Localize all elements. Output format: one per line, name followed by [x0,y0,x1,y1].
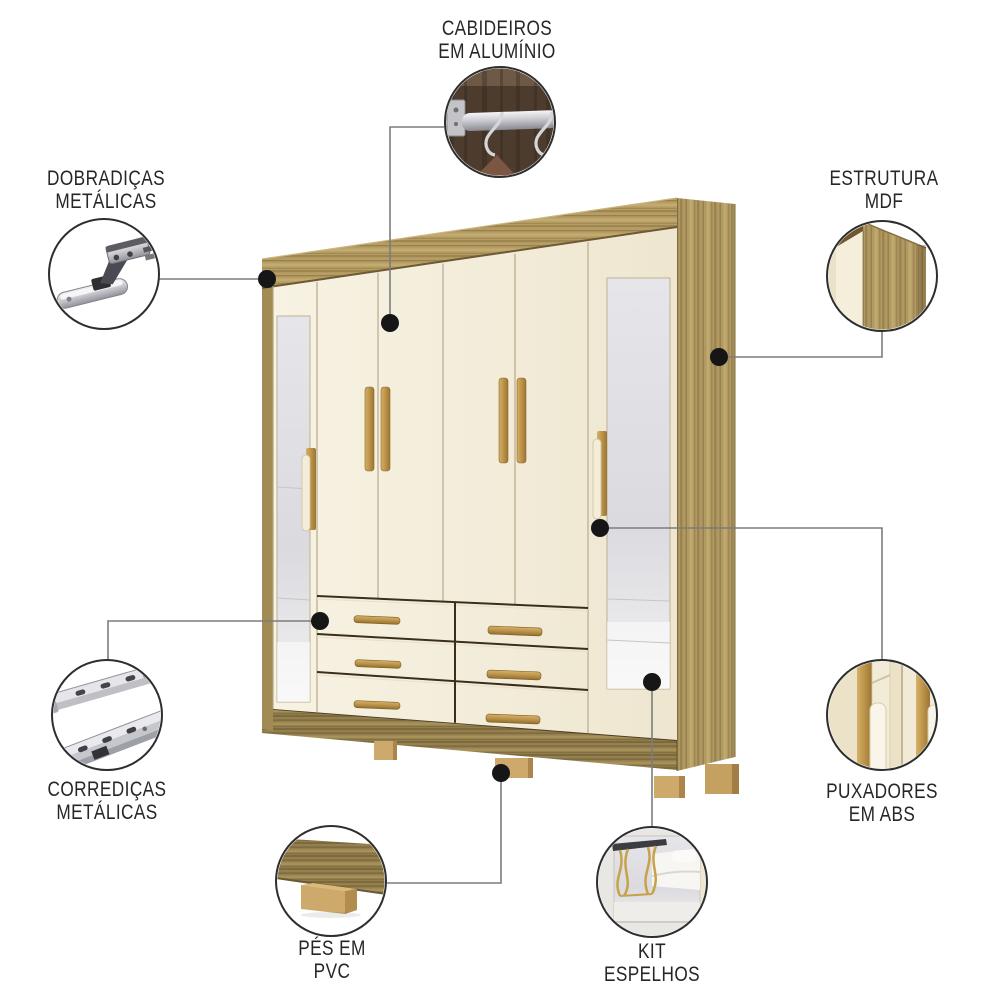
label-line: MDF [864,189,904,213]
right-door-mirror [606,277,671,690]
dot-puxadores [591,519,609,537]
callout-dots [258,270,728,782]
callout-label-pes: PÉS EM PVC [298,937,366,983]
wardrobe-top-band [261,197,678,289]
dot-pes [492,764,510,782]
label-line: PVC [313,959,351,983]
label-line: PUXADORES [826,780,938,803]
connector-puxadores [600,527,883,661]
wardrobe-left-edge [262,257,273,731]
label-line: CABIDEIROS [441,17,553,40]
connector-cabideiros [389,126,444,323]
label-line: ESPELHOS [603,962,701,986]
wardrobe [261,197,739,798]
connector-pes [387,773,502,884]
label-line: EM ALUMÍNIO [438,39,556,63]
callout-label-kit-espelhos: KIT ESPELHOS [603,940,701,986]
label-line: EM ABS [848,802,916,826]
middle-door-handles [364,377,527,472]
dot-cabideiros [381,314,399,332]
drawer-gaps [316,595,589,723]
drawer-handles [353,615,543,725]
callout-label-dobradicas: DOBRADIÇAS METÁLICAS [47,167,165,213]
wardrobe-side-panel [677,198,735,771]
mirror-kit-icon [598,828,706,936]
connector-estrutura [719,332,883,358]
metal-drawer-slide-icon [53,662,161,769]
callout-connectors [107,126,883,884]
label-line: METÁLICAS [55,189,157,213]
door-separators [272,242,589,734]
callout-label-estrutura: ESTRUTURA MDF [829,167,939,213]
wardrobe-doors [273,227,677,740]
label-line: PÉS EM [298,937,366,960]
dot-corredicas [311,612,329,630]
dot-estrutura [710,348,728,366]
connector-corredicas [107,620,320,661]
pvc-foot-icon [277,838,385,918]
aluminum-hanging-rail-icon [446,68,554,176]
label-line: CORREDIÇAS [47,778,167,801]
label-line: KIT [637,940,667,963]
right-door-handle [592,431,607,520]
abs-handle-icon [828,661,936,769]
label-line: METÁLICAS [56,800,158,824]
callout-label-corredicas: CORREDIÇAS METÁLICAS [47,778,167,824]
label-line: ESTRUTURA [829,167,939,190]
label-line: DOBRADIÇAS [47,167,165,190]
dot-kit-espelhos [643,673,661,691]
callout-label-puxadores: PUXADORES EM ABS [826,780,938,826]
callout-label-cabideiros: CABIDEIROS EM ALUMÍNIO [438,17,556,63]
dot-dobradicas [258,270,276,288]
left-door-handle [301,448,316,532]
